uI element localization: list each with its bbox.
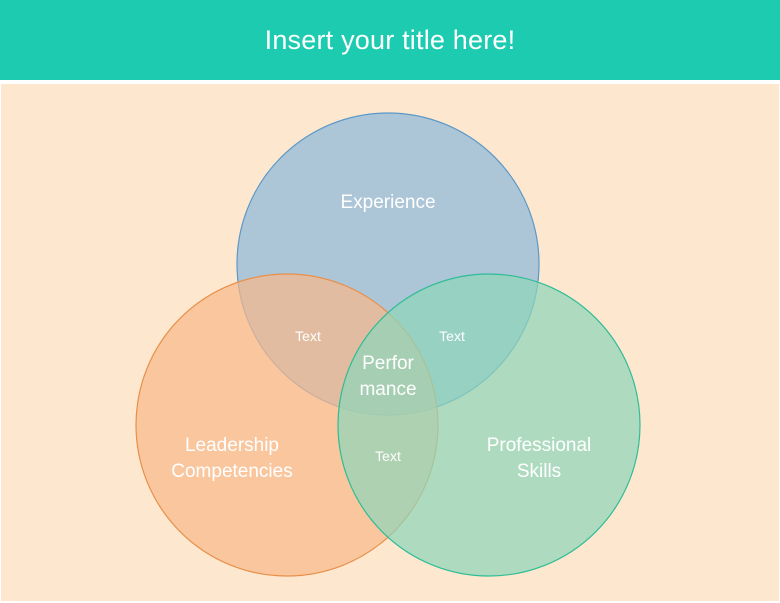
page-title: Insert your title here! xyxy=(264,24,516,55)
professional-label-line1: Professional xyxy=(487,435,592,456)
title-bar: Insert your title here! xyxy=(0,0,780,80)
leadership-label-line1: Leadership xyxy=(185,435,279,456)
professional-label-line2: Skills xyxy=(517,461,561,482)
leadership-professional-text: Text xyxy=(375,448,401,464)
center-label-line1: Perfor xyxy=(362,353,414,374)
professional-circle xyxy=(337,273,641,577)
experience-label: Experience xyxy=(340,192,435,213)
leadership-label-line2: Competencies xyxy=(171,461,292,482)
center-label-line2: mance xyxy=(359,379,416,400)
experience-professional-text: Text xyxy=(439,328,465,344)
experience-leadership-text: Text xyxy=(295,328,321,344)
